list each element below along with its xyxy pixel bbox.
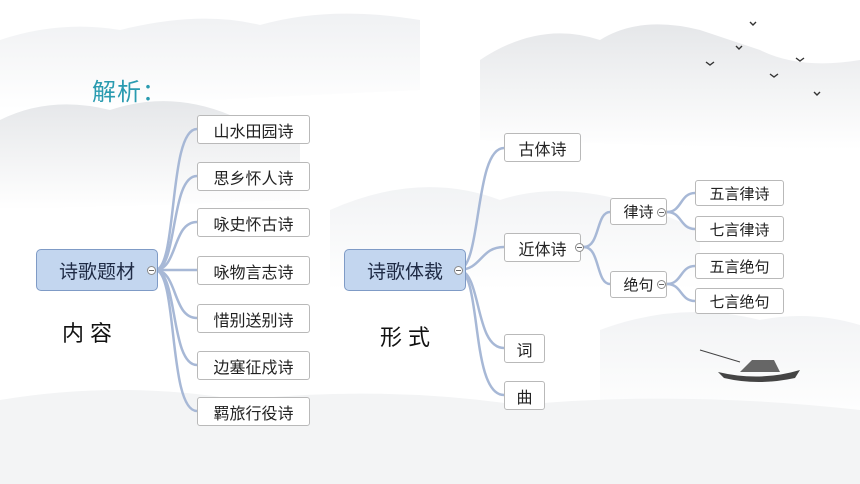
theme-item-4[interactable]: 咏物言志诗 [197, 256, 310, 285]
root-node-label: 诗歌体裁 [366, 260, 443, 283]
collapse-icon[interactable] [147, 266, 156, 275]
root-node-poetry-form[interactable]: 诗歌体裁 [344, 249, 466, 291]
leaf-wuyan-lushi[interactable]: 五言律诗 [695, 180, 784, 206]
leaf-qiyan-lushi[interactable]: 七言律诗 [695, 216, 784, 242]
theme-item-3[interactable]: 咏史怀古诗 [197, 208, 310, 237]
theme-item-7[interactable]: 羁旅行役诗 [197, 397, 310, 426]
theme-item-6[interactable]: 边塞征戍诗 [197, 351, 310, 380]
analysis-heading: 解析： [92, 78, 167, 106]
leaf-qiyan-jueju[interactable]: 七言绝句 [695, 288, 784, 314]
root-node-poetry-theme[interactable]: 诗歌题材 [36, 249, 158, 291]
collapse-icon[interactable] [575, 243, 584, 252]
form-item-modern[interactable]: 近体诗 [504, 233, 581, 262]
theme-item-1[interactable]: 山水田园诗 [197, 115, 310, 144]
form-item-ci[interactable]: 词 [504, 334, 545, 363]
theme-item-5[interactable]: 惜别送别诗 [197, 304, 310, 333]
theme-item-2[interactable]: 思乡怀人诗 [197, 162, 310, 191]
birds-icon [705, 21, 821, 96]
collapse-icon[interactable] [454, 266, 463, 275]
collapse-icon[interactable] [657, 208, 666, 217]
form-caption: 形式 [380, 326, 437, 351]
form-item-ancient[interactable]: 古体诗 [504, 133, 581, 162]
root-node-label: 诗歌题材 [58, 260, 135, 283]
boat-icon [699, 349, 800, 382]
leaf-wuyan-jueju[interactable]: 五言绝句 [695, 253, 784, 279]
form-item-qu[interactable]: 曲 [504, 381, 545, 410]
content-caption: 内容 [62, 322, 119, 347]
collapse-icon[interactable] [657, 280, 666, 289]
